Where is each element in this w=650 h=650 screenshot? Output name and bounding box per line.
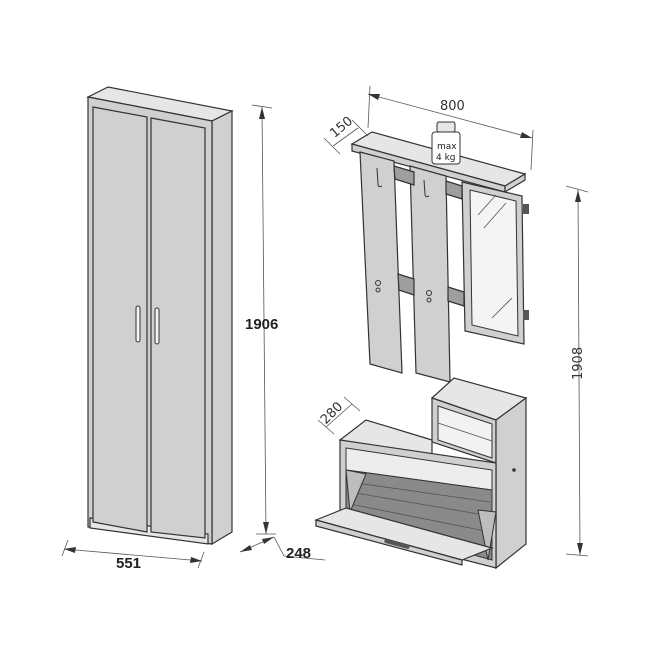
- wardrobe-depth-dimension: [239, 536, 326, 561]
- coat-rack-right-lower-bar: [447, 286, 465, 307]
- coat-rack-width-label: 800: [440, 99, 465, 114]
- wardrobe: [86, 86, 234, 546]
- overall-height-label: 1908: [571, 347, 586, 380]
- coat-rack-upper-bar: [393, 165, 415, 186]
- flap-handle: [384, 539, 410, 549]
- side-knob: [512, 468, 516, 472]
- coat-rack-right-upper-bar: [445, 180, 463, 200]
- coat-rack-depth-label: 150: [327, 114, 356, 141]
- hook-middle-bottom-icon: [426, 290, 432, 296]
- hook-middle-top-icon: [423, 179, 430, 198]
- overall-height-dimension: [565, 185, 589, 557]
- hook-left-bottom-icon: [375, 280, 381, 286]
- wardrobe-left-door: [92, 106, 148, 533]
- left-door-handle: [135, 305, 141, 343]
- weight-icon: [431, 121, 461, 165]
- shoe-cabinet: [314, 377, 528, 570]
- wardrobe-height-label: 1906: [245, 316, 278, 333]
- wardrobe-width-dimension: [61, 539, 205, 569]
- wardrobe-right-door: [150, 117, 206, 539]
- wardrobe-width-label: 551: [116, 555, 141, 572]
- right-hinge-bracket: [477, 509, 497, 561]
- coat-rack: max 4 kg: [350, 121, 529, 383]
- wardrobe-height-dimension: [251, 104, 276, 535]
- coat-rack-shelf-side: [504, 172, 526, 194]
- mirror-glare: [477, 194, 497, 216]
- shelf-load-max: max: [437, 142, 457, 152]
- shoe-cabinet-depth-dimension: [317, 396, 361, 435]
- hook-left-top-icon: [376, 167, 383, 188]
- mirror-bracket-bottom: [523, 310, 529, 320]
- left-hinge-bracket: [345, 469, 367, 513]
- coat-rack-lower-bar: [397, 273, 415, 296]
- coat-rack-width-dimension: [367, 85, 534, 171]
- shoe-cabinet-side: [495, 396, 527, 570]
- mirror-bracket-top: [523, 204, 529, 214]
- coat-rack-depth-dimension: [323, 119, 369, 155]
- coat-rack-middle-panel: [409, 165, 451, 383]
- right-door-handle: [154, 307, 160, 345]
- wardrobe-side-panel: [211, 110, 233, 546]
- shelf-load-value: 4 kg: [436, 153, 456, 163]
- wardrobe-depth-label: 248: [286, 545, 311, 562]
- mirror-glass: [469, 189, 519, 337]
- coat-rack-left-panel: [359, 151, 403, 374]
